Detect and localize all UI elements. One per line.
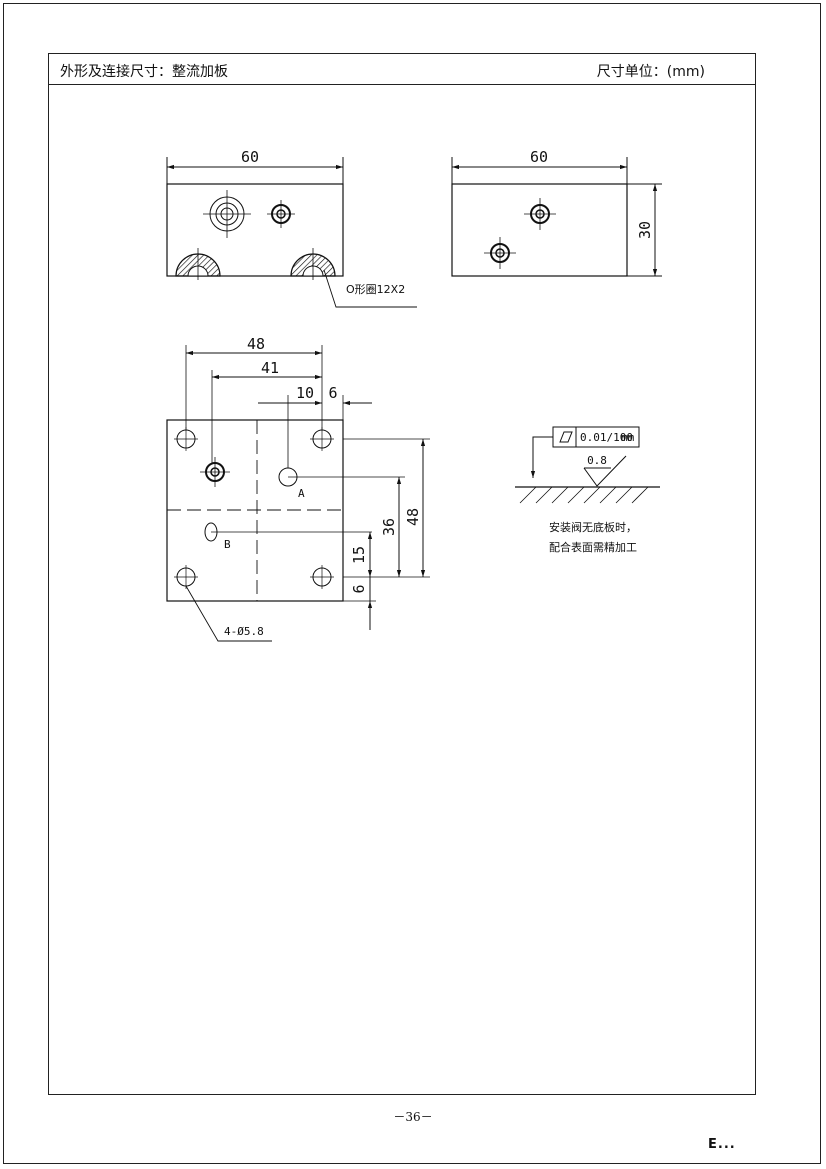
top-right-height-dim: 30 <box>636 221 654 239</box>
flatness-unit: mm <box>621 431 635 444</box>
flatness-value: 0.01/100 <box>580 431 633 444</box>
oring-label: O形圈12X2 <box>346 283 405 296</box>
flatness-icon <box>559 431 573 443</box>
surface-spec-symbol <box>515 426 660 504</box>
plan-view <box>166 345 430 642</box>
page-number: －36－ <box>393 1110 433 1124</box>
plan-dim-15: 15 <box>350 546 368 564</box>
plan-dim-41: 41 <box>261 359 279 377</box>
roughness-value: 0.8 <box>587 454 607 467</box>
port-b-label: B <box>224 538 231 551</box>
plan-dim-6-top: 6 <box>328 384 337 402</box>
top-left-width-dim: 60 <box>241 148 259 166</box>
plan-dim-48-side: 48 <box>404 508 422 526</box>
port-a-label: A <box>298 487 305 500</box>
top-left-view <box>166 157 417 308</box>
plan-dim-48-top: 48 <box>247 335 265 353</box>
top-right-view <box>451 157 662 277</box>
plan-dim-36: 36 <box>380 518 398 536</box>
plan-dim-6-side: 6 <box>350 584 368 593</box>
plan-dim-10: 10 <box>296 384 314 402</box>
header-row: 外形及连接尺寸：整流加板 尺寸单位：(mm) <box>49 54 755 85</box>
note-line-1: 安装阀无底板时， <box>549 520 637 534</box>
holes-label: 4-Ø5.8 <box>224 625 264 638</box>
unit-label: 尺寸单位：(mm) <box>596 64 705 80</box>
top-right-width-dim: 60 <box>530 148 548 166</box>
brand-mark: E... <box>708 1137 736 1152</box>
drawing-frame: 外形及连接尺寸：整流加板 尺寸单位：(mm) <box>48 53 756 1095</box>
note-line-2: 配合表面需精加工 <box>549 540 637 554</box>
page-title: 外形及连接尺寸：整流加板 <box>60 64 228 80</box>
page-border <box>3 3 821 1164</box>
